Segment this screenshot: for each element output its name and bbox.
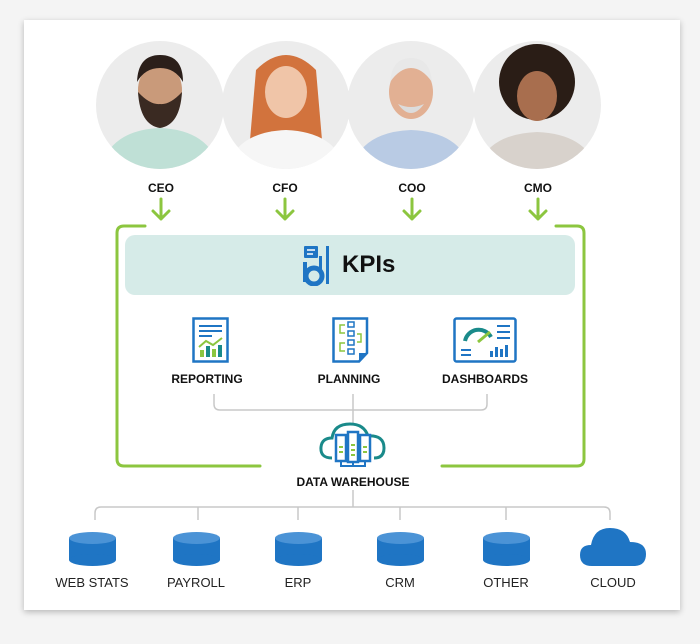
- database-icon: [69, 532, 116, 566]
- kpi-title: KPIs: [342, 251, 396, 278]
- avatar-cfo: [222, 41, 350, 169]
- role-coo: COO: [398, 181, 426, 195]
- database-icon: [173, 532, 220, 566]
- avatar-coo: [347, 41, 475, 169]
- output-label-planning: PLANNING: [317, 372, 381, 386]
- cloud-icon: [580, 528, 646, 566]
- source-label-cloud: CLOUD: [590, 575, 636, 590]
- kpi-banner: [125, 235, 575, 295]
- arrow-down-icon: [151, 197, 171, 221]
- role-ceo: CEO: [147, 181, 174, 195]
- source-label-web-stats: WEB STATS: [55, 575, 129, 590]
- kpi-chart-icon: [303, 246, 329, 286]
- source-label-payroll: PAYROLL: [166, 575, 226, 590]
- source-label-erp: ERP: [284, 575, 312, 590]
- role-cmo: CMO: [524, 181, 552, 195]
- green-bracket-left: [115, 224, 262, 468]
- arrow-down-icon: [275, 197, 295, 221]
- sources-connector: [94, 490, 611, 520]
- outputs-connector: [213, 394, 488, 425]
- database-icon: [377, 532, 424, 566]
- planning-icon: [332, 317, 369, 363]
- sources-icons: [69, 528, 646, 566]
- database-icon: [483, 532, 530, 566]
- avatar-cmo: [473, 41, 601, 169]
- report-icon: [192, 317, 229, 363]
- warehouse-label: DATA WAREHOUSE: [296, 475, 410, 489]
- arrow-down-icon: [528, 197, 548, 221]
- green-bracket-right: [440, 224, 586, 468]
- output-label-dashboards: DASHBOARDS: [441, 372, 528, 386]
- source-label-crm: CRM: [385, 575, 415, 590]
- dashboard-icon: [453, 317, 517, 363]
- role-cfo: CFO: [272, 181, 298, 195]
- cloud-server-icon: [319, 422, 386, 467]
- avatar-ceo: [96, 41, 224, 169]
- arrow-down-icon: [402, 197, 422, 221]
- source-label-other: OTHER: [483, 575, 529, 590]
- database-icon: [275, 532, 322, 566]
- output-label-reporting: REPORTING: [171, 372, 243, 386]
